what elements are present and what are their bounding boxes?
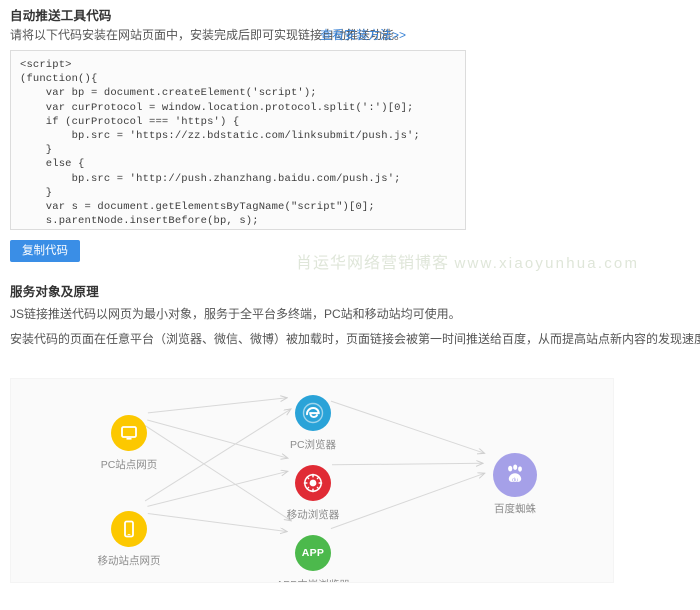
node-label-pc-browser: PC浏览器 — [289, 439, 337, 451]
node-mobile-browser[interactable] — [295, 465, 331, 501]
watermark: 肖运华网络营销博客 www.xiaoyunhua.com — [296, 249, 639, 273]
watermark-url: www.xiaoyunhua.com — [454, 255, 640, 272]
copy-code-button[interactable]: 复制代码 — [10, 240, 80, 262]
node-pc-site[interactable] — [111, 415, 147, 451]
node-label-pc-site: PC站点网页 — [100, 459, 158, 471]
flow-diagram-panel: PC站点网页 移动站点网页 PC浏览器 移动浏览器 — [10, 378, 614, 583]
service-section-title: 服务对象及原理 — [10, 285, 99, 299]
node-label-mobile-site: 移动站点网页 — [97, 555, 161, 567]
watermark-brand: 肖运华网络营销博客 — [296, 255, 450, 272]
node-baidu-spider[interactable]: du — [493, 453, 537, 497]
ie-browser-icon — [302, 402, 324, 424]
service-paragraph-1: JS链接推送代码以网页为最小对象，服务于全平台多终端，PC站和移动站均可使用。 — [10, 307, 461, 321]
phone-icon — [124, 520, 134, 538]
node-mobile-site[interactable] — [111, 511, 147, 547]
node-label-baidu-spider: 百度蜘蛛 — [494, 503, 536, 515]
node-label-mobile-browser: 移动浏览器 — [286, 509, 340, 521]
node-app-browser[interactable]: APP — [295, 535, 331, 571]
code-snippet-box[interactable]: <script> (function(){ var bp = document.… — [10, 50, 466, 230]
node-label-app-browser: APP内嵌浏览器 — [276, 577, 350, 582]
diagram-edges — [144, 379, 614, 583]
service-paragraph-2: 安装代码的页面在任意平台（浏览器、微信、微博）被加载时，页面链接会被第一时间推送… — [10, 332, 700, 346]
app-badge-icon: APP — [301, 547, 325, 559]
compass-icon — [303, 473, 323, 493]
node-pc-browser[interactable] — [295, 395, 331, 431]
monitor-icon — [121, 426, 137, 440]
svg-text:du: du — [512, 477, 518, 483]
baidu-paw-icon: du — [508, 464, 522, 483]
install-guide-link[interactable]: 查看安装方法>> — [320, 28, 407, 42]
page-title: 自动推送工具代码 — [10, 9, 112, 23]
push-script-code: <script> (function(){ var bp = document.… — [20, 59, 420, 228]
install-description: 请将以下代码安装在网站页面中，安装完成后即可实现链接自动推送功能。 — [10, 28, 407, 42]
